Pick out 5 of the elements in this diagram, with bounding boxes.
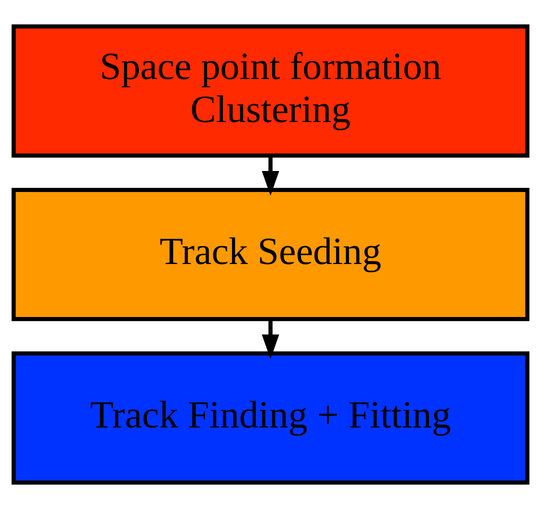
node-box: Space point formation Clustering bbox=[12, 24, 530, 158]
arrow bbox=[262, 156, 280, 196]
node-box: Track Seeding bbox=[12, 188, 530, 322]
arrow bbox=[262, 319, 280, 360]
node-box: Track Finding + Fitting bbox=[12, 351, 530, 485]
